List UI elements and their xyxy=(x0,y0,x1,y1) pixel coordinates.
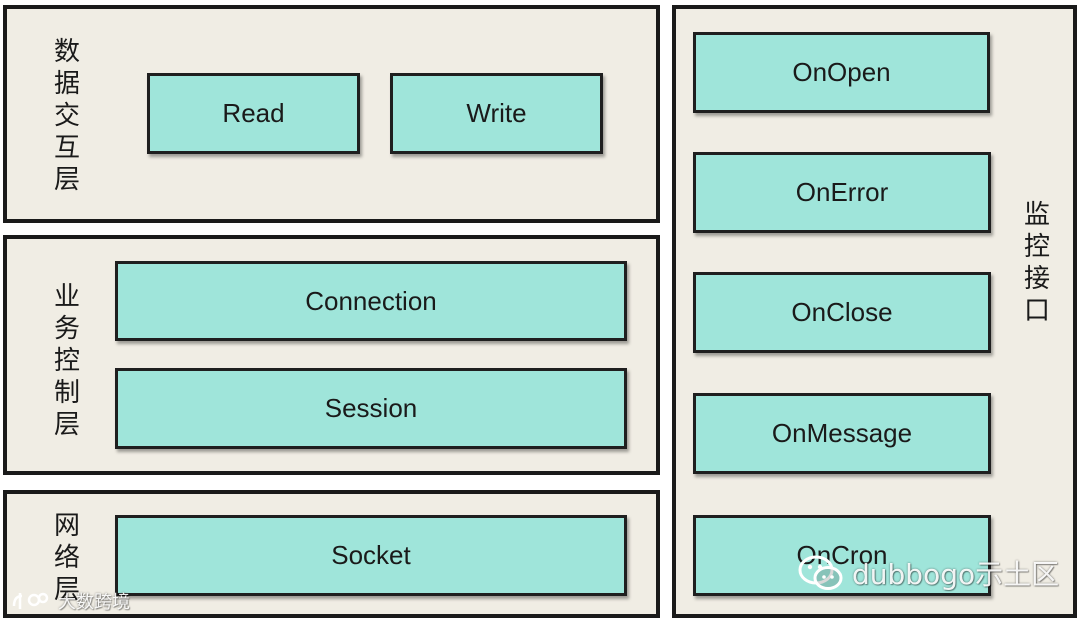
monitor-interface-label: 监 控 接 口 xyxy=(1024,200,1051,326)
watermark-bottom-left: 大数跨境 xyxy=(10,588,130,614)
connection-box: Connection xyxy=(115,261,627,341)
watermark-left-text: 大数跨境 xyxy=(58,592,130,613)
write-box: Write xyxy=(390,73,603,154)
onerror-box: OnError xyxy=(693,152,991,233)
logo-icon xyxy=(12,592,49,609)
onopen-box: OnOpen xyxy=(693,32,990,113)
data-interaction-layer-label: 数 据 交 互 层 xyxy=(54,37,81,195)
business-control-layer-label: 业 务 控 制 层 xyxy=(54,282,81,440)
oncron-box: OnCron xyxy=(693,515,991,596)
watermark-bottom-right: dubbogo示土区 xyxy=(798,553,1059,593)
network-layer-label: 网 络 层 xyxy=(54,511,81,605)
socket-box: Socket xyxy=(115,515,627,596)
session-box: Session xyxy=(115,368,627,449)
read-box: Read xyxy=(147,73,360,154)
watermark-right-text: dubbogo示土区 xyxy=(852,558,1060,591)
wechat-icon xyxy=(798,555,843,590)
onmessage-box: OnMessage xyxy=(693,393,991,474)
onclose-box: OnClose xyxy=(693,272,991,353)
